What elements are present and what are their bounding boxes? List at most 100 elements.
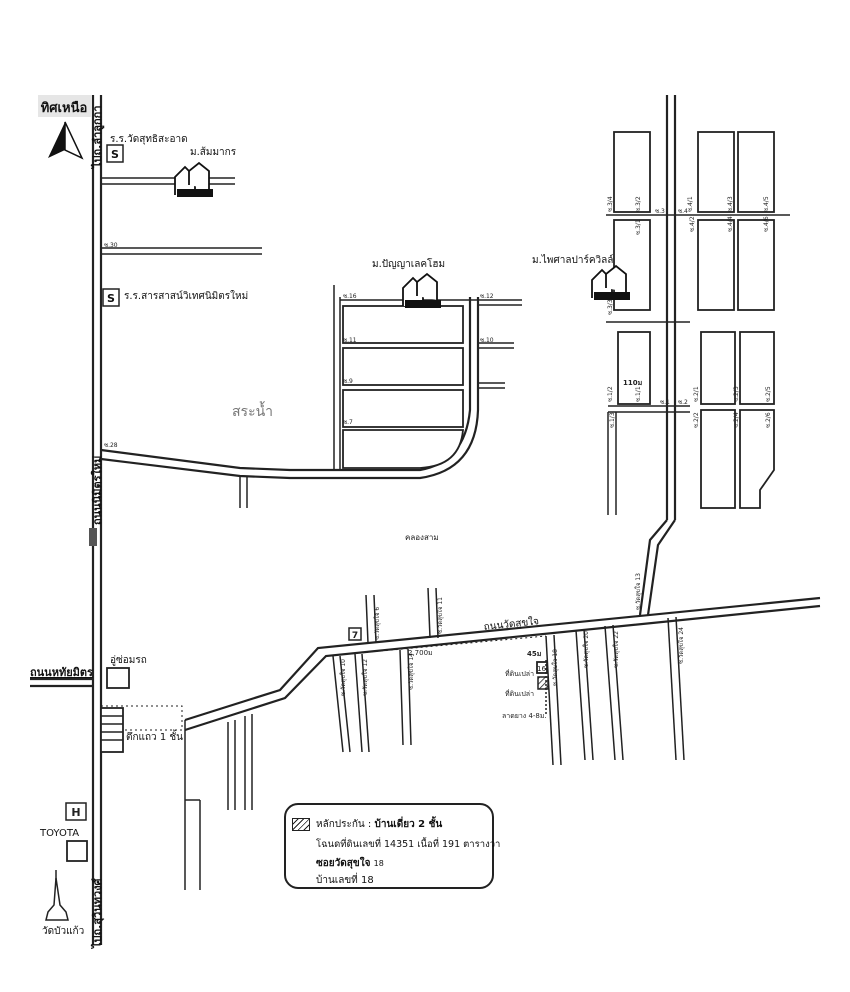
soi-label: ซ.4/6 xyxy=(763,216,770,232)
place-village3: ม.ไพศาลปาร์ควิลล์ xyxy=(532,254,613,266)
place-pond: สระน้ำ xyxy=(232,401,273,420)
road-soi-30 xyxy=(101,247,262,255)
main-vertical-road xyxy=(89,95,103,945)
soi-label: ซ.28 xyxy=(104,442,118,449)
empty-land-1: ที่ดินเปล่า xyxy=(505,669,534,678)
seven-eleven-icon: 7 xyxy=(348,627,362,641)
soi-label: ซ.วัดสุขใจ 18 xyxy=(551,649,559,686)
soi-label: ซ.2 xyxy=(678,399,688,406)
soi-label: ซ.4/2 xyxy=(689,216,696,232)
legend-collateral-row: หลักประกัน : บ้านเดี่ยว 2 ชั้น xyxy=(316,817,442,832)
soi-label: ซ.2/4 xyxy=(733,412,740,428)
dist-2700: 2,700ม xyxy=(408,649,433,657)
road-label-bottom-left: ไปถ.สุวินทวงศ์ xyxy=(90,877,105,950)
place-village1: ม.ส้มมากร xyxy=(190,146,237,158)
soi-label: ซ.4/4 xyxy=(727,216,734,232)
legend-collateral-label: หลักประกัน : xyxy=(316,819,372,830)
school-icon: S xyxy=(106,144,124,163)
place-village2: ม.ปัญญาเลคโฮม xyxy=(372,257,445,270)
soi-label: ซ.4/1 xyxy=(687,196,694,212)
legend-house-no: บ้านเลขที่ 18 xyxy=(316,875,374,886)
legend-box: หลักประกัน : บ้านเดี่ยว 2 ชั้น โฉนดที่ดิ… xyxy=(284,803,500,889)
north-label: ทิศเหนือ xyxy=(41,100,88,116)
empty-land-2: ที่ดินเปล่า xyxy=(505,689,534,698)
svg-text:H: H xyxy=(71,806,80,819)
soi-label: ซ.4 xyxy=(678,208,688,215)
place-canal: คลองสาม xyxy=(405,533,439,542)
road-label-top-left: ไปถ.ลำลูกกา xyxy=(90,105,105,170)
temple-icon xyxy=(45,870,69,921)
road-label-main: ถนนนิมิตรใหม่ xyxy=(90,456,104,525)
soi-label: ซ.3/4 xyxy=(607,196,614,212)
legend-soi-row: ซอยวัดสุขใจ 18 xyxy=(316,856,384,871)
soi-label: ซ.วัดสุขใจ 14 xyxy=(407,653,415,690)
soi-label: ซ.1/2 xyxy=(607,386,614,402)
soi-label: ซ.4/3 xyxy=(727,196,734,212)
place-garage: อู่ซ่อมรถ xyxy=(110,655,147,666)
house-icon xyxy=(591,264,630,300)
panya-lake-blocks xyxy=(333,285,522,470)
soi-label: ซ.11 xyxy=(343,337,357,344)
place-school1: ร.ร.วัดสุทธิสะอาด xyxy=(110,134,188,145)
soi-label: ซ.30 xyxy=(104,242,118,249)
dist-110: 110ม xyxy=(623,379,643,387)
svg-text:S: S xyxy=(107,292,115,305)
soi-label: ซ.10 xyxy=(480,337,494,344)
wat-sukjai-road xyxy=(184,596,821,890)
subject-plot xyxy=(536,660,549,716)
soi-label: ซ.วัดสุขใจ 11 xyxy=(436,597,444,634)
place-school2: ร.ร.สารสาสน์วิเทศนิมิตรใหม่ xyxy=(124,290,248,302)
legend-collateral-type: บ้านเดี่ยว 2 ชั้น xyxy=(374,819,443,830)
garage-box xyxy=(106,667,130,689)
school-icon: S xyxy=(102,288,120,307)
hathai-mit-road xyxy=(30,677,93,688)
road-label-hathai-mit: ถนนหทัยมิตร xyxy=(30,666,93,679)
sukjai-sois xyxy=(185,587,685,890)
legend-soi-number: 18 xyxy=(373,859,384,868)
soi-label: ซ.วัดสุขใจ 24 xyxy=(677,627,685,664)
dist-45: 45ม xyxy=(527,650,542,658)
soi-label: ซ.2/1 xyxy=(693,386,700,402)
house-icon xyxy=(402,272,441,308)
soi-label: ซ.2/5 xyxy=(765,386,772,402)
soi-label: ซ.1/1 xyxy=(635,386,642,402)
soi-label: ซ.3/2 xyxy=(635,196,642,212)
soi-label: ซ.2/2 xyxy=(693,412,700,428)
honda-icon: H xyxy=(65,802,87,821)
soi-label: ซ.3 xyxy=(655,208,665,215)
soi-label: ซ.วัดสุขใจ 6 xyxy=(373,607,381,640)
soi-label: ซ.1 xyxy=(660,399,670,406)
soi-label: ซ.7 xyxy=(343,419,353,426)
legend-soi-label: ซอยวัดสุขใจ xyxy=(316,858,371,869)
soi-label: ซ.9 xyxy=(343,378,353,385)
soi-label: ซ.16 xyxy=(343,293,357,300)
soi-label: ซ.วัดสุขใจ 10 xyxy=(339,659,347,696)
soi-label: ซ.2/6 xyxy=(765,412,772,428)
soi-label: ซ.1/3 xyxy=(609,412,616,428)
toyota-box xyxy=(66,840,88,862)
soi-label: ซ.วัดสุขใจ 20 xyxy=(582,631,590,668)
svg-text:S: S xyxy=(111,148,119,161)
soi-label: ซ.4/5 xyxy=(763,196,770,212)
seven-eleven-label: 7 xyxy=(352,631,358,641)
collateral-hatch-icon xyxy=(292,818,310,831)
soi-label: ซ.วัดสุขใจ 22 xyxy=(612,631,620,668)
road-label-wat-sukjai: ถนนวัดสุขใจ xyxy=(483,615,540,633)
soi-label: ซ.วัดสุขใจ 12 xyxy=(361,659,369,696)
soi-label: ซ.วัดสุขใจ 13 xyxy=(634,573,642,610)
soi-label: ซ.3/3 xyxy=(607,299,614,315)
place-shophouse: ตึกแถว 1 ชั้น xyxy=(126,729,183,743)
legend-deed: โฉนดที่ดินเลขที่ 14351 เนื้อที่ 191 ตารา… xyxy=(316,839,501,850)
place-toyota: TOYOTA xyxy=(39,828,79,839)
plot-16: 16 xyxy=(537,665,546,673)
house-icon xyxy=(174,161,213,197)
soi-label: ซ.2/3 xyxy=(733,386,740,402)
place-temple: วัดบัวแก้ว xyxy=(42,925,84,937)
paved-road-label: ลาดยาง 4-8ม. xyxy=(502,712,547,720)
soi-label: ซ.12 xyxy=(480,293,494,300)
paisarn-park-ville-grid xyxy=(606,95,790,616)
north-arrow-icon xyxy=(38,95,92,160)
shophouse-block xyxy=(100,707,124,753)
soi-label: ซ.3/1 xyxy=(635,219,642,235)
